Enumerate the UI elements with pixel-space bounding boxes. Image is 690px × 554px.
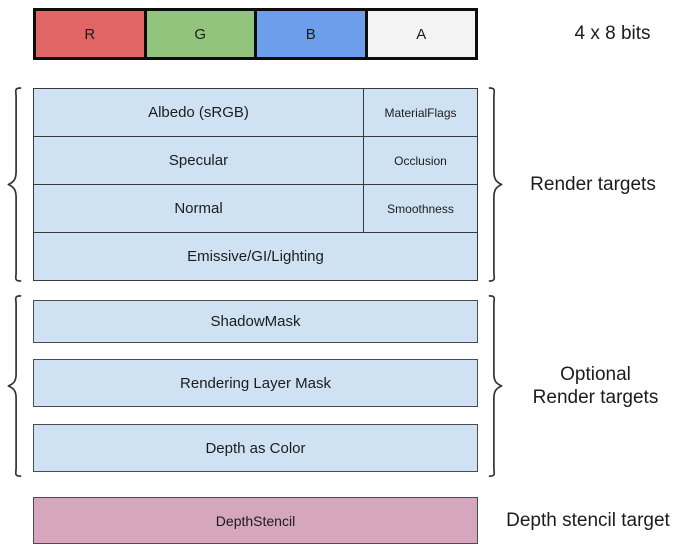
left-brace-icon [4,86,26,283]
box-rendering-layer-mask: Rendering Layer Mask [33,359,478,407]
render-targets-label-text: Render targets [530,174,656,195]
cell-normal: Normal [34,185,364,232]
bits-caption: 4 x 8 bits [574,23,651,44]
right-brace-icon [484,294,506,478]
render-targets-table: Albedo (sRGB) MaterialFlags Specular Occ… [33,88,478,281]
depth-stencil-target-label: Depth stencil target [506,509,670,531]
optional-render-targets-label: Optional Render targets [503,294,688,478]
cell-occlusion: Occlusion [394,153,447,168]
channel-cell-b: B [257,11,368,57]
box-depth-as-color: Depth as Color [33,424,478,472]
table-row: Emissive/GI/Lighting [34,233,477,280]
table-row: Normal Smoothness [34,185,477,233]
channel-cell-a: A [367,11,475,57]
cell-emissive: Emissive/GI/Lighting [187,248,324,265]
right-brace-icon [484,86,506,283]
table-row: Albedo (sRGB) MaterialFlags [34,89,477,137]
rgba-channel-bar: R G B A [33,8,478,60]
left-brace-icon [4,294,26,478]
box-depthstencil: DepthStencil [33,497,478,544]
cell-specular: Specular [34,137,364,184]
cell-albedo: Albedo (sRGB) [34,89,364,136]
optional-label-line2: Render targets [532,387,659,408]
table-row: Specular Occlusion [34,137,477,185]
box-shadowmask: ShadowMask [33,300,478,343]
optional-label-line1: Optional [560,364,631,385]
cell-smoothness: Smoothness [387,201,454,216]
cell-materialflags: MaterialFlags [384,105,457,120]
render-targets-label: Render targets [503,88,683,281]
channel-cell-r: R [36,11,147,57]
channel-cell-g: G [146,11,257,57]
